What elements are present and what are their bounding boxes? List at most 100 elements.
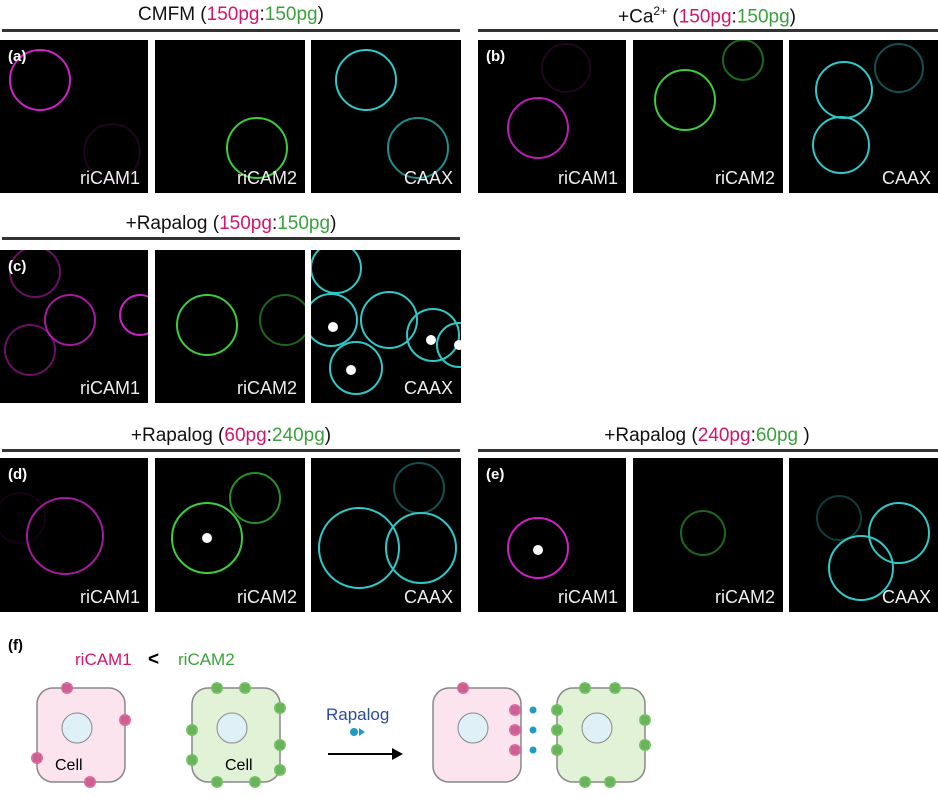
cell-membrane	[4, 324, 56, 376]
ricam2-amount: 60pg	[755, 425, 804, 446]
cell-membrane	[311, 250, 362, 294]
ricam1-label: riCAM1	[75, 650, 132, 669]
channel-label: riCAM1	[557, 168, 618, 188]
channel-label: riCAM1	[79, 587, 140, 607]
cell-membrane	[815, 61, 873, 119]
cell-marker-dot	[454, 340, 461, 350]
panel-label-f: (f)	[8, 637, 23, 654]
micrograph-ricam2: riCAM2	[633, 40, 783, 193]
panel-label: (d)	[8, 466, 28, 483]
cell-label: Cell	[55, 757, 83, 774]
ricam2-receptor-icon	[639, 739, 651, 751]
header-rapalog-60-240: +Rapalog (60pg:240pg)	[0, 425, 462, 447]
cell-membrane	[385, 512, 457, 584]
channel-label: CAAX	[881, 168, 931, 188]
cell-membrane	[335, 49, 397, 111]
header-rapalog-240-60: +Rapalog (240pg:60pg )	[476, 425, 938, 447]
cell-membrane	[722, 40, 764, 81]
rapalog-bridge-icon	[529, 706, 537, 714]
ricam1-receptor-icon	[509, 704, 521, 716]
channel-label: riCAM1	[79, 378, 140, 398]
cell-membrane	[874, 43, 924, 93]
ricam1-receptor-icon	[61, 682, 73, 694]
header-cmfm: CMFM (150pg:150pg)	[0, 4, 462, 26]
ricam2-receptor-icon	[551, 744, 563, 756]
ricam2-receptor-icon	[604, 776, 616, 788]
cell-membrane	[44, 294, 96, 346]
cell-membrane	[828, 535, 894, 601]
ricam1-amount: 150pg	[206, 4, 260, 25]
cell-membrane	[176, 294, 238, 356]
header-rule	[478, 449, 938, 452]
cell-label: Cell	[225, 757, 253, 774]
cell-membrane	[311, 293, 358, 347]
cell-membrane	[318, 507, 400, 589]
cell-membrane	[259, 294, 305, 346]
ricam1-receptor-icon	[31, 752, 43, 764]
header-text: +Rapalog (	[125, 213, 220, 234]
micrograph-ricam2: riCAM2	[155, 458, 305, 612]
header-text: +Rapalog (	[604, 425, 698, 446]
cell-marker-dot	[426, 335, 436, 345]
ricam2-receptor-icon	[239, 682, 251, 694]
arrow-icon	[328, 748, 403, 760]
rapalog-molecule-icon	[350, 728, 365, 736]
cell-membrane	[541, 43, 591, 93]
cell-membrane	[507, 517, 569, 579]
rapalog-bridge-icon	[529, 726, 537, 734]
micrograph-ricam1: (c)riCAM1	[0, 250, 148, 403]
micrograph-ricam2: riCAM2	[633, 458, 783, 612]
cell-membrane	[9, 250, 61, 298]
header-rule	[478, 29, 938, 32]
panel-label: (e)	[486, 466, 505, 483]
rapalog-label: Rapalog	[326, 705, 389, 724]
rapalog-bridge-icon	[529, 746, 537, 754]
paren: )	[803, 425, 810, 446]
channel-label: CAAX	[403, 378, 453, 398]
paren: )	[324, 425, 332, 446]
ricam2-receptor-icon	[274, 702, 286, 714]
ricam2-receptor-icon	[186, 754, 198, 766]
cell-membrane	[26, 497, 104, 575]
cell-marker-dot	[346, 365, 356, 375]
channel-label: riCAM2	[236, 587, 297, 607]
cell-membrane	[507, 97, 569, 159]
channel-label: riCAM2	[714, 587, 775, 607]
ricam1-amount: 60pg	[224, 425, 267, 446]
channel-label: CAAX	[881, 587, 931, 607]
ricam1-receptor-icon	[84, 776, 96, 788]
nucleus	[216, 712, 248, 744]
ricam2-receptor-icon	[211, 776, 223, 788]
cell-membrane	[812, 116, 870, 174]
channel-label: riCAM1	[79, 168, 140, 188]
micrograph-ricam1: (a) riCAM1	[0, 40, 148, 193]
micrograph-ricam2: riCAM2	[155, 40, 305, 193]
header-text: +Rapalog (	[130, 425, 225, 446]
ricam2-receptor-icon	[609, 682, 621, 694]
ricam2-amount: 240pg	[271, 425, 325, 446]
cell-membrane	[654, 69, 716, 131]
micrograph-ricam2: riCAM2	[155, 250, 305, 403]
ricam2-receptor-icon	[249, 776, 261, 788]
schematic-diagram: (f) riCAM1 < riCAM2 Rapalog Cell Cell	[8, 637, 651, 788]
panel-label: (a)	[8, 48, 27, 65]
channel-label: riCAM2	[236, 168, 297, 188]
micrograph-caax: CAAX	[311, 40, 461, 193]
micrograph-ricam1: (b) riCAM1	[478, 40, 626, 193]
header-text: CMFM (	[138, 4, 207, 25]
ricam1-receptor-icon	[457, 682, 469, 694]
panel-label: (b)	[486, 48, 506, 65]
cell-marker-dot	[328, 322, 338, 332]
sep: :	[271, 213, 278, 234]
cell-membrane	[0, 492, 46, 544]
ricam1-amount: 150pg	[678, 6, 732, 28]
nucleus	[581, 712, 613, 744]
header-text: (	[667, 6, 679, 28]
sep: :	[750, 425, 756, 446]
cell-membrane	[226, 117, 288, 179]
channel-label: riCAM2	[714, 168, 775, 188]
cell-membrane	[360, 291, 418, 349]
superscript: 2+	[653, 4, 668, 18]
micrograph-ricam1: (e)riCAM1	[478, 458, 626, 612]
